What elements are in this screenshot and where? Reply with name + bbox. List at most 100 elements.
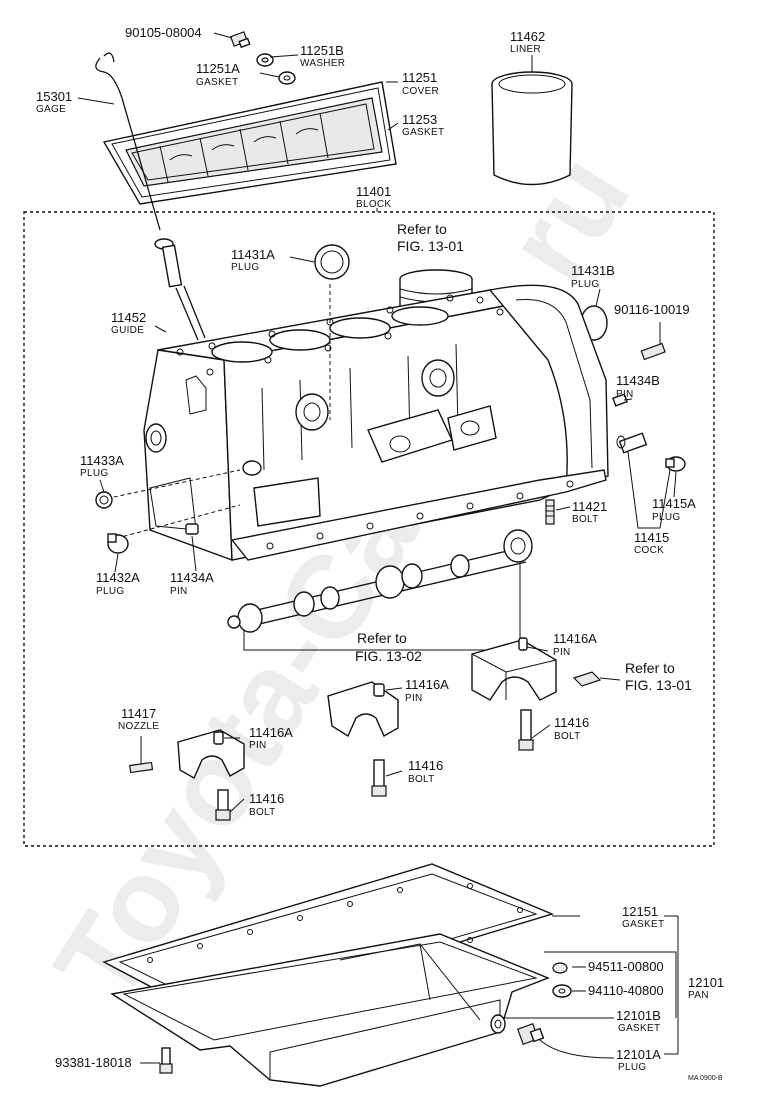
cylinder-liner-icon: [491, 71, 573, 186]
washer-icon: [256, 53, 274, 67]
label-11416a-left-name: PIN: [249, 740, 267, 751]
label-11462-name: LINER: [510, 44, 541, 55]
label-11416a-right-name: PIN: [553, 647, 571, 658]
label-11431b-number: 11431B: [571, 263, 615, 278]
label-12101-name: PAN: [688, 990, 709, 1001]
drain-cock-icon: [616, 432, 648, 454]
label-94511-number: 94511-00800: [588, 959, 664, 974]
bearing-cap-left-icon: [177, 729, 245, 779]
valve-cover-group: [95, 31, 397, 231]
label-11431a-name: PLUG: [231, 262, 259, 273]
bolt-11416-mid-icon: [371, 759, 387, 797]
label-11253-name: GASKET: [402, 127, 444, 138]
bolt-11416-right-icon: [518, 709, 534, 751]
label-11434b-number: 11434B: [616, 373, 660, 388]
label-11401-name: BLOCK: [356, 199, 391, 210]
label-11431b-name: PLUG: [571, 279, 599, 290]
bolt-11421-icon: [545, 499, 555, 525]
label-11434a-name: PIN: [170, 586, 188, 597]
label-11251-number: 11251: [402, 70, 437, 85]
drain-plug-icon: [516, 1022, 545, 1046]
label-12101b-name: GASKET: [618, 1023, 660, 1034]
label-12101a-name: PLUG: [618, 1062, 646, 1073]
label-11415a-number: 11415A: [652, 496, 696, 511]
ref-camshaft-line2: FIG. 13-02: [355, 648, 422, 664]
label-94110-number: 94110-40800: [588, 983, 664, 998]
label-11452-name: GUIDE: [111, 325, 144, 336]
label-11416a-mid-number: 11416A: [405, 677, 449, 692]
label-11415-name: COCK: [634, 545, 664, 556]
bearing-cap-mid-icon: [327, 681, 399, 738]
label-11432a-name: PLUG: [96, 586, 124, 597]
label-11432a-number: 11432A: [96, 570, 140, 585]
label-15301-name: GAGE: [36, 104, 66, 115]
bearing-cap-right-icon: [471, 637, 557, 701]
camshaft-icon: [227, 529, 533, 651]
label-11415-number: 11415: [634, 530, 669, 545]
leader-lines: [77, 32, 679, 1064]
bolt-90105-icon: [229, 31, 251, 49]
label-11416-mid-number: 11416: [408, 758, 443, 773]
ref-piston-line2: FIG. 13-01: [397, 238, 464, 254]
expansion-plug-11431a-icon: [314, 244, 350, 280]
bearing-insert-icon: [572, 671, 602, 687]
valve-cover-icon: [102, 81, 397, 205]
footer-code: MA 0900-B: [688, 1075, 723, 1082]
ref-bearing-line1: Refer to: [625, 660, 675, 676]
label-11416a-left-number: 11416A: [249, 725, 293, 740]
drain-gasket-icon: [490, 1014, 506, 1034]
label-90116-number: 90116-10019: [614, 302, 690, 317]
label-11253-number: 11253: [402, 112, 437, 127]
plug-11433a-icon: [95, 491, 113, 509]
label-11416-right-name: BOLT: [554, 731, 581, 742]
label-12151-number: 12151: [622, 904, 658, 919]
label-12101a-number: 12101A: [616, 1047, 661, 1062]
ref-bearing-line2: FIG. 13-01: [625, 677, 692, 693]
label-11462-number: 11462: [510, 29, 545, 44]
block-assembly-boundary: [23, 211, 715, 847]
label-11416a-mid-name: PIN: [405, 693, 423, 704]
plug-11432a-icon: [107, 533, 129, 554]
label-11431a-number: 11431A: [231, 247, 275, 262]
bolt-11416-left-icon: [215, 789, 231, 821]
ref-piston-line1: Refer to: [397, 221, 447, 237]
label-11416-right-number: 11416: [554, 715, 589, 730]
label-11251-name: COVER: [402, 86, 439, 97]
plug-11415a-icon: [665, 456, 686, 472]
label-11421-number: 11421: [572, 499, 607, 514]
grommet-gasket-icon: [278, 71, 296, 85]
dipstick-guide-icon: [154, 238, 206, 341]
label-11415a-name: PLUG: [652, 512, 680, 523]
label-15301-number: 15301: [36, 89, 72, 104]
label-11401-number: 11401: [356, 184, 391, 199]
label-11416-mid-name: BOLT: [408, 774, 435, 785]
label-11417-name: NOZZLE: [118, 721, 159, 732]
label-11416a-right-number: 11416A: [553, 631, 597, 646]
label-12101b-number: 12101B: [616, 1008, 661, 1023]
bolt-93381-icon: [159, 1047, 173, 1074]
label-93381-number: 93381-18018: [55, 1055, 132, 1070]
label-11434b-name: PIN: [616, 389, 634, 400]
ref-camshaft-line1: Refer to: [357, 630, 407, 646]
label-11251b-name: WASHER: [300, 58, 345, 69]
label-11251a-name: GASKET: [196, 77, 238, 88]
label-11433a-number: 11433A: [80, 453, 124, 468]
cock-bracket-line: [627, 451, 671, 529]
washer-94110-icon: [552, 984, 572, 998]
label-11251a-number: 11251A: [196, 61, 240, 76]
label-11416-left-number: 11416: [249, 791, 284, 806]
part-labels: 90105-08004 11251B WASHER 11251A GASKET …: [36, 25, 724, 1082]
stud-90116-icon: [640, 342, 666, 361]
label-11416-left-name: BOLT: [249, 807, 276, 818]
pin-11434b-icon: [612, 393, 628, 407]
oil-nozzle-icon: [129, 761, 154, 774]
dipstick-gage-icon: [95, 52, 161, 231]
nut-94511-icon: [552, 962, 568, 974]
label-11417-number: 11417: [121, 706, 156, 721]
label-11433a-name: PLUG: [80, 468, 108, 479]
pin-11434a-icon: [185, 523, 199, 535]
label-12151-name: GASKET: [622, 919, 664, 930]
label-11251b-number: 11251B: [300, 43, 344, 58]
cylinder-block-icon: [99, 284, 609, 562]
